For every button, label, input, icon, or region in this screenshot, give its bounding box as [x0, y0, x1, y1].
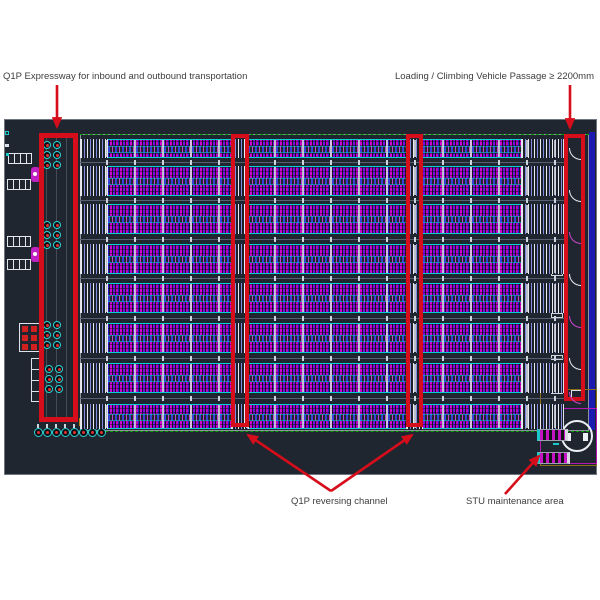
rack-upright-posts [80, 140, 564, 157]
aisle-posts [80, 356, 564, 361]
pallet-cell [31, 335, 37, 341]
edge-mark [6, 153, 9, 156]
vehicle-stem [73, 424, 75, 428]
rack-band [80, 139, 564, 158]
pallet-cell [22, 344, 28, 350]
rack-upright-posts [80, 205, 564, 233]
aisle-posts [80, 316, 564, 321]
agv-marker-icon [53, 341, 61, 349]
expressway-annotation-label: Q1P Expressway for inbound and outbound … [3, 71, 248, 82]
buffer-cell-line [32, 380, 40, 381]
rack-upright-posts [80, 324, 564, 352]
expressway-grid-line [56, 136, 57, 422]
rack-upright-posts [80, 364, 564, 392]
agv-marker-icon [43, 428, 52, 437]
agv-marker-icon [53, 221, 61, 229]
agv-marker-icon [45, 375, 53, 383]
agv-marker-icon [70, 428, 79, 437]
vehicle-stem [46, 424, 48, 428]
rack-band [80, 323, 564, 353]
expressway-grid-line [46, 136, 47, 422]
vehicle-stem [64, 424, 66, 428]
buffer-cell-line [32, 369, 40, 370]
rack-band [80, 244, 564, 274]
pallet-cell [22, 335, 28, 341]
agv-marker-icon [55, 385, 63, 393]
aisle-posts [80, 160, 564, 165]
agv-marker-icon [97, 428, 106, 437]
edge-mark [5, 131, 9, 135]
expressway-highlight-box [39, 133, 78, 422]
turntable-pad [566, 433, 571, 441]
agv-marker-icon [45, 365, 53, 373]
rack-band [80, 404, 564, 429]
dock-table-icon [8, 153, 32, 164]
cad-canvas [4, 119, 597, 475]
vehicle-stem [37, 424, 39, 428]
lift-table-dot [33, 252, 37, 256]
lift-table-dot [33, 172, 37, 176]
agv-marker-icon [53, 231, 61, 239]
aisle-posts [80, 396, 564, 401]
rack-band [80, 204, 564, 234]
expressway-grid-line [66, 136, 67, 422]
edge-strip [589, 132, 595, 430]
dock-table-icon [7, 179, 31, 190]
rack-upright-posts [80, 167, 564, 195]
rack-band [80, 363, 564, 393]
edge-mark [5, 144, 9, 147]
loading-passage-annotation-label: Loading / Climbing Vehicle Passage ≥ 220… [394, 71, 594, 82]
pallet-cell [31, 326, 37, 332]
lift-table-icon [31, 247, 40, 262]
agv-marker-icon [61, 428, 70, 437]
agv-marker-icon [53, 321, 61, 329]
rack-band [80, 166, 564, 196]
pallet-cluster-icon [19, 323, 40, 352]
stu-conveyor-icon [537, 429, 568, 441]
stu-cyan-tick [553, 443, 559, 445]
lift-table-icon [31, 167, 40, 182]
stu-area-annotation-label: STU maintenance area [466, 496, 564, 507]
turntable-pad [583, 433, 588, 441]
agv-marker-icon [53, 331, 61, 339]
agv-marker-icon [53, 151, 61, 159]
agv-marker-icon [52, 428, 61, 437]
pallet-cell [31, 344, 37, 350]
agv-marker-icon [88, 428, 97, 437]
survey-line-bottom [80, 431, 589, 432]
aisle-posts [80, 237, 564, 242]
rack-upright-posts [80, 245, 564, 273]
agv-marker-icon [53, 161, 61, 169]
vehicle-stem [55, 424, 57, 428]
rack-upright-posts [80, 284, 564, 312]
reversing-channel-highlight-box-2 [406, 134, 423, 427]
stu-conveyor-icon [537, 452, 570, 464]
rack-band [80, 283, 564, 313]
aisle-posts [80, 198, 564, 203]
agv-marker-icon [53, 241, 61, 249]
pallet-cell [22, 326, 28, 332]
dock-table-icon [7, 236, 31, 247]
buffer-cell-line [32, 391, 40, 392]
reversing-channel-highlight-box-1 [231, 134, 249, 427]
rack-upright-posts [80, 405, 564, 428]
agv-marker-icon [55, 375, 63, 383]
agv-marker-icon [34, 428, 43, 437]
agv-marker-icon [55, 365, 63, 373]
agv-marker-icon [53, 141, 61, 149]
reversing-channel-annotation-label: Q1P reversing channel [291, 496, 388, 507]
aisle-posts [80, 276, 564, 281]
agv-marker-icon [45, 385, 53, 393]
agv-marker-icon [79, 428, 88, 437]
dock-table-icon [7, 259, 31, 270]
survey-line-top [80, 134, 589, 135]
